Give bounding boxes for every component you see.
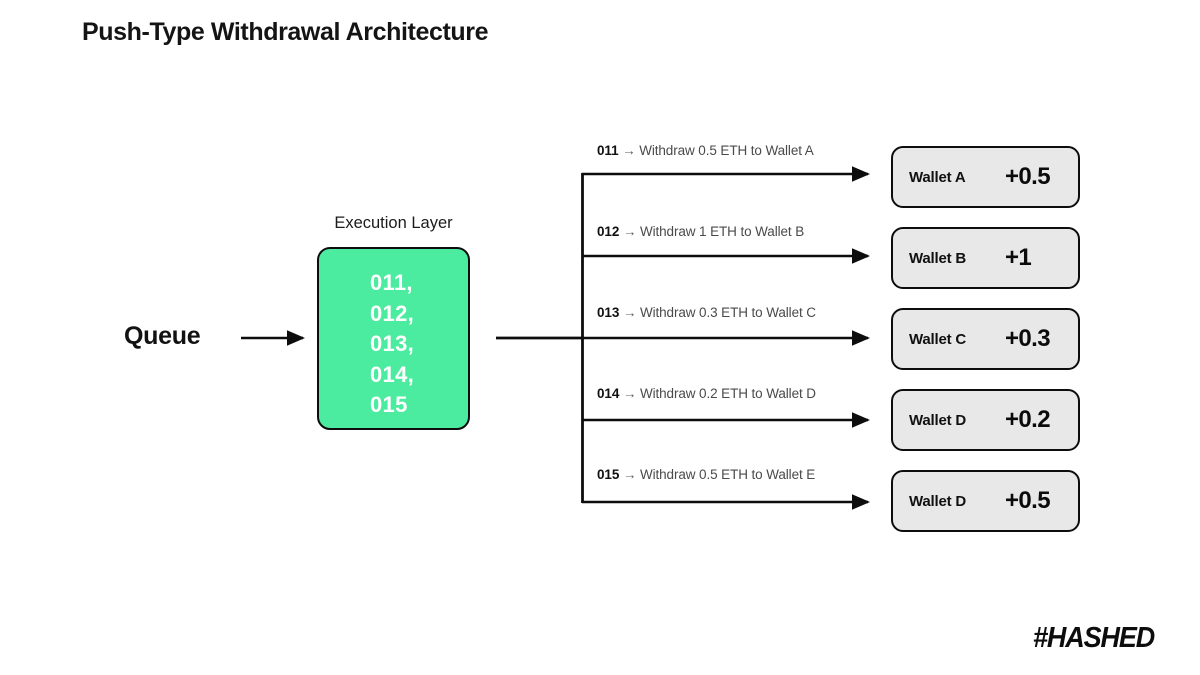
- flow-arrow-icon-011: →: [618, 143, 640, 158]
- wallet-box-e: Wallet D +0.5: [891, 470, 1080, 532]
- flow-id-011: 011: [597, 143, 619, 158]
- flow-label-015: 015 → Withdraw 0.5 ETH to Wallet E: [597, 467, 815, 482]
- wallet-name-b: Wallet B: [909, 249, 967, 267]
- flow-text-015: Withdraw 0.5 ETH to Wallet E: [639, 467, 816, 482]
- execution-layer-box: 011, 012, 013, 014, 015: [317, 247, 470, 430]
- flow-text-011: Withdraw 0.5 ETH to Wallet A: [639, 143, 814, 158]
- flow-id-015: 015: [597, 467, 620, 482]
- flow-id-012: 012: [597, 224, 620, 239]
- wallet-amount-a: +0.5: [1005, 163, 1051, 190]
- wallet-amount-b: +1: [1005, 244, 1032, 271]
- wallet-amount-c: +0.3: [1005, 325, 1051, 352]
- flow-label-011: 011 → Withdraw 0.5 ETH to Wallet A: [597, 143, 814, 158]
- flow-label-013: 013 → Withdraw 0.3 ETH to Wallet C: [597, 305, 816, 320]
- wallet-box-c: Wallet C +0.3: [891, 308, 1080, 370]
- flow-arrow-icon-013: →: [619, 305, 640, 320]
- flow-arrow-icon-014: →: [619, 386, 640, 401]
- execution-layer-queue-items: 011, 012, 013, 014, 015: [370, 270, 415, 417]
- page-title: Push-Type Withdrawal Architecture: [82, 18, 489, 46]
- wallet-name-c: Wallet C: [909, 330, 967, 348]
- wallet-amount-e: +0.5: [1005, 487, 1051, 514]
- hashed-logo: #HASHED: [1033, 622, 1155, 654]
- flow-arrow-icon-012: →: [619, 224, 640, 239]
- flow-label-012: 012 → Withdraw 1 ETH to Wallet B: [597, 224, 804, 239]
- flow-text-013: Withdraw 0.3 ETH to Wallet C: [639, 305, 816, 320]
- flow-id-013: 013: [597, 305, 620, 320]
- flow-text-014: Withdraw 0.2 ETH to Wallet D: [639, 386, 816, 401]
- flow-id-014: 014: [597, 386, 620, 401]
- wallet-box-a: Wallet A +0.5: [891, 146, 1080, 208]
- wallet-box-d: Wallet D +0.2: [891, 389, 1080, 451]
- wallet-name-d: Wallet D: [909, 411, 967, 429]
- wallet-amount-d: +0.2: [1005, 406, 1051, 433]
- execution-layer-caption: Execution Layer: [334, 214, 453, 232]
- wallet-box-b: Wallet B +1: [891, 227, 1080, 289]
- flow-arrow-icon-015: →: [619, 467, 640, 482]
- flow-text-012: Withdraw 1 ETH to Wallet B: [639, 224, 805, 239]
- wallet-name-e: Wallet D: [909, 492, 967, 510]
- flow-label-014: 014 → Withdraw 0.2 ETH to Wallet D: [597, 386, 816, 401]
- queue-label: Queue: [124, 322, 201, 350]
- wallet-name-a: Wallet A: [909, 168, 966, 186]
